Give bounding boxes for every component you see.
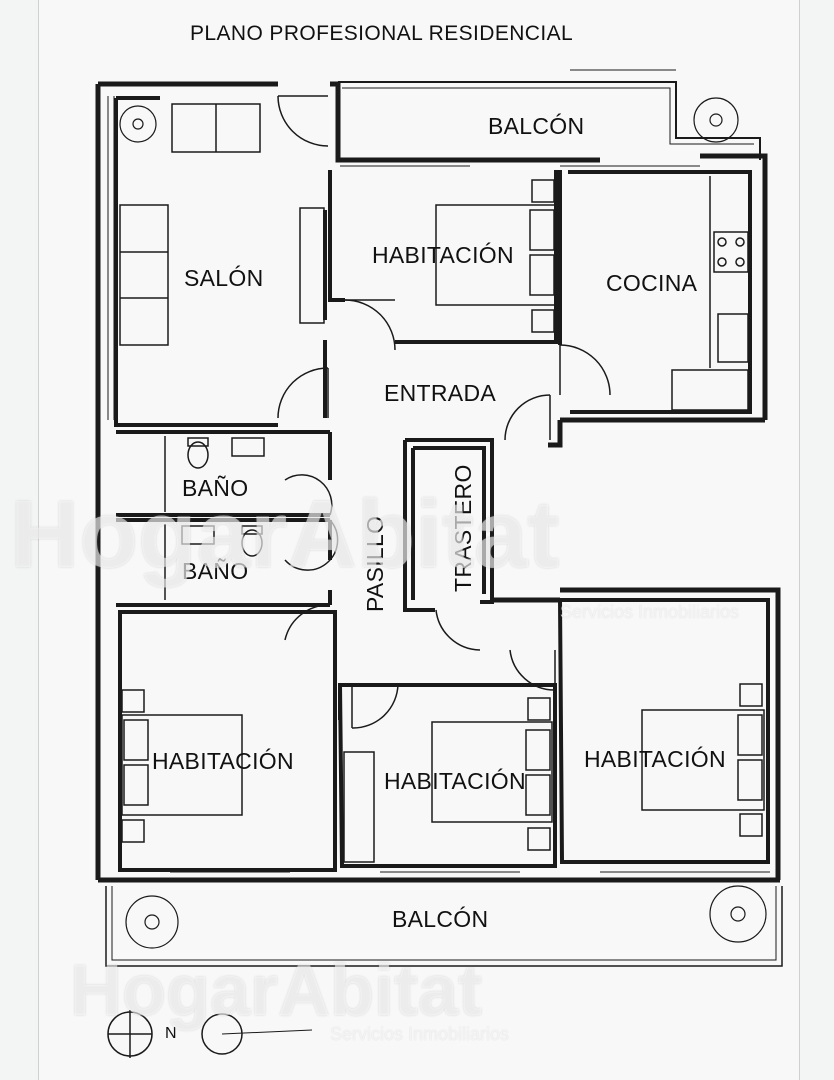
compass-north-label: N <box>165 1025 177 1042</box>
exterior-walls <box>95 81 781 883</box>
compass-symbol <box>107 1010 313 1058</box>
watermark-brand-bottom: HogarAbitat <box>70 951 482 1031</box>
plan-title: PLANO PROFESIONAL RESIDENCIAL <box>190 22 574 45</box>
room-label-habitacion-top: HABITACIÓN <box>372 242 514 268</box>
bathroom-fixtures <box>164 436 265 600</box>
watermark-brand-middle: HogarAbitat <box>10 481 560 588</box>
room-label-habitacion-right: HABITACIÓN <box>584 746 726 772</box>
door-swings <box>277 95 611 729</box>
room-label-bano-2: BAÑO <box>182 558 249 584</box>
room-label-balcon-bottom: BALCÓN <box>392 906 489 932</box>
interior-walls <box>114 96 770 872</box>
balcony-top <box>338 69 761 160</box>
room-label-salon: SALÓN <box>184 265 264 291</box>
room-label-cocina: COCINA <box>606 270 698 296</box>
balcony-bottom <box>105 886 783 967</box>
room-label-balcon-top: BALCÓN <box>488 113 585 139</box>
room-label-entrada: ENTRADA <box>384 380 497 406</box>
plant-decorations <box>119 97 767 949</box>
watermark-tagline-bottom: Servicios Inmobiliarios <box>330 1024 510 1044</box>
room-label-bano-1: BAÑO <box>182 475 249 501</box>
kitchen-furniture <box>671 176 749 411</box>
sofa-furniture <box>119 103 325 346</box>
watermark-tagline-middle: Servicios Inmobiliarios <box>560 602 740 622</box>
room-label-habitacion-left: HABITACIÓN <box>152 748 294 774</box>
bed-furniture <box>121 179 765 863</box>
room-label-habitacion-mid: HABITACIÓN <box>384 768 526 794</box>
